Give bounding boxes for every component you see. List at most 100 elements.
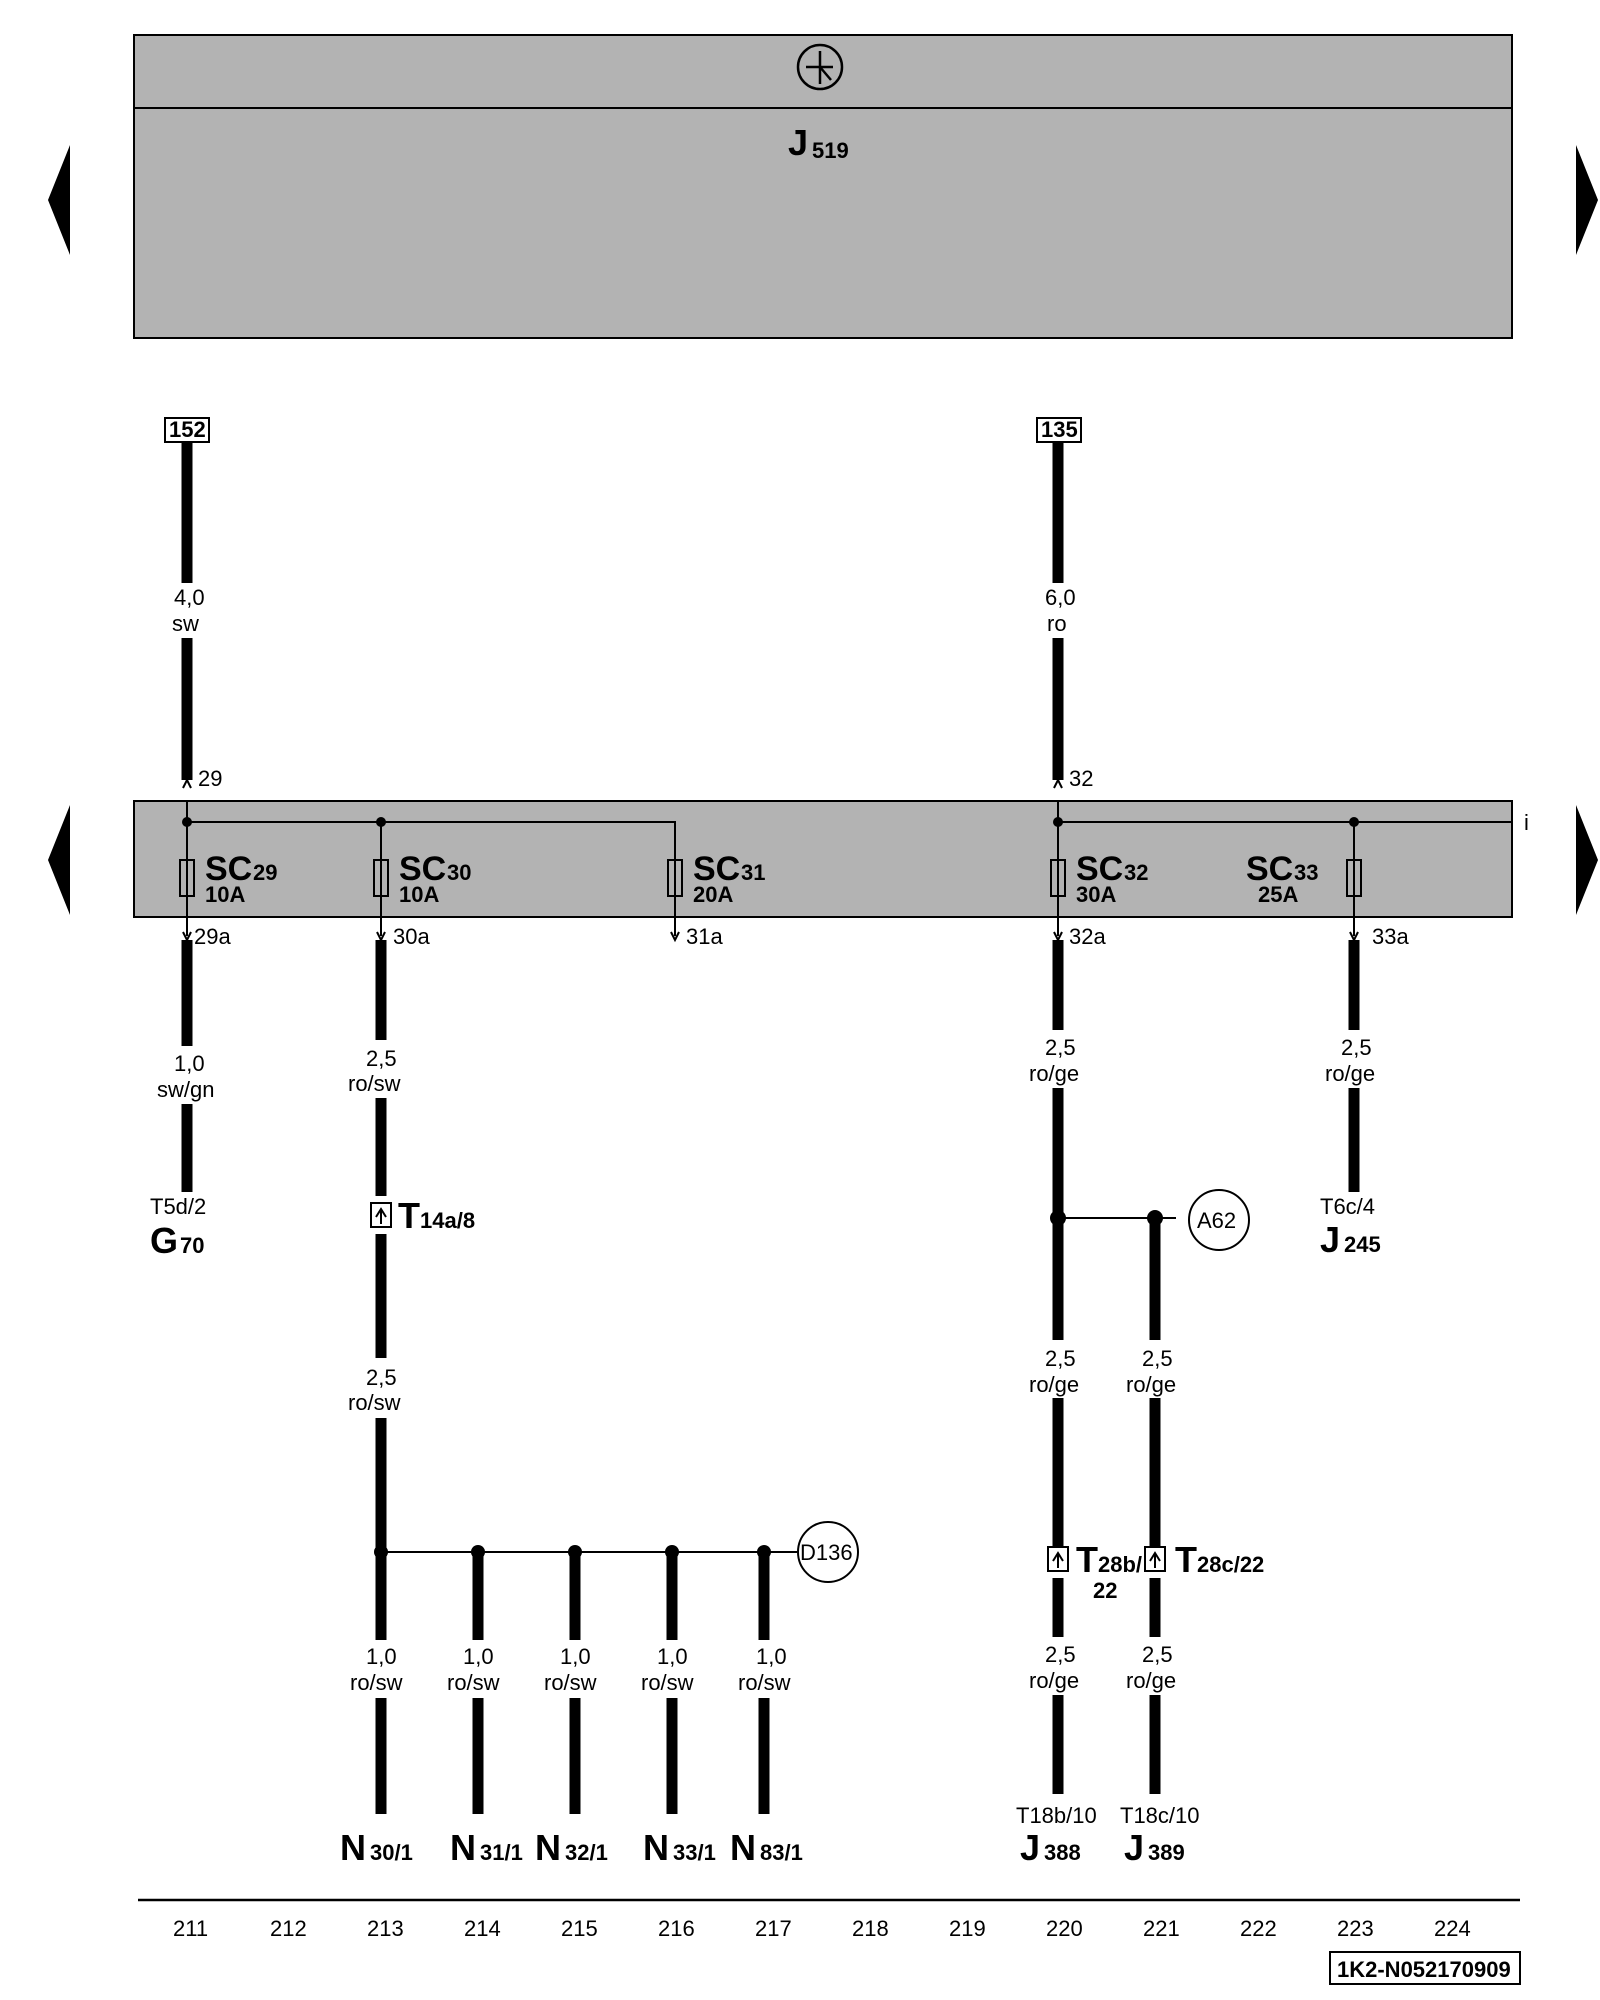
fuse-sc30-amp: 10A bbox=[399, 882, 439, 907]
fuse-sc33[interactable] bbox=[1346, 850, 1362, 936]
wire-w6-gauge: 2,5 bbox=[1045, 1035, 1076, 1060]
junction-32 bbox=[1053, 817, 1063, 827]
fuse-sc31-amp: 20A bbox=[693, 882, 733, 907]
wire-w1-color: sw bbox=[172, 611, 199, 636]
column-number: 220 bbox=[1046, 1916, 1083, 1941]
nav-right-arrow-mid-icon[interactable] bbox=[1576, 805, 1598, 915]
wire-w15-color: ro/sw bbox=[641, 1670, 694, 1695]
splice-d136-circle[interactable] bbox=[797, 1521, 859, 1583]
nav-right-arrow-top-icon[interactable] bbox=[1576, 145, 1598, 255]
wire-w10-color: ro/ge bbox=[1126, 1668, 1176, 1693]
nav-left-arrow-mid-icon[interactable] bbox=[48, 805, 70, 915]
splice-a62-circle[interactable] bbox=[1188, 1189, 1250, 1251]
pin-31a-arrow-icon bbox=[670, 931, 680, 943]
wire-w14-gauge: 1,0 bbox=[560, 1644, 591, 1669]
wire-w7-color: ro/ge bbox=[1029, 1372, 1079, 1397]
fuse-sc32[interactable] bbox=[1050, 850, 1066, 936]
component-n33-sub: 33/1 bbox=[673, 1840, 716, 1865]
wire-w12-color: ro/sw bbox=[350, 1670, 403, 1695]
connector-t28b-icon[interactable] bbox=[1047, 1546, 1069, 1572]
connector-t28c-sub: 28c/22 bbox=[1197, 1552, 1264, 1577]
column-number: 216 bbox=[658, 1916, 695, 1941]
component-j389-sub: 389 bbox=[1148, 1840, 1185, 1865]
wire-w8-gauge: 2,5 bbox=[1142, 1346, 1173, 1371]
wire-w7-gauge: 2,5 bbox=[1045, 1346, 1076, 1371]
column-number: 215 bbox=[561, 1916, 598, 1941]
nav-left-arrow-top-icon[interactable] bbox=[48, 145, 70, 255]
wire-w2-gauge: 6,0 bbox=[1045, 585, 1076, 610]
component-n30-sub: 30/1 bbox=[370, 1840, 413, 1865]
fuse-box-row-label: i bbox=[1524, 810, 1529, 835]
fuse-box bbox=[133, 800, 1513, 918]
connector-t28c-name: T bbox=[1175, 1539, 1197, 1580]
wire-w3-gauge: 1,0 bbox=[174, 1051, 205, 1076]
connector-t28b-sub2: 22 bbox=[1093, 1578, 1117, 1603]
ref-box-152[interactable] bbox=[164, 417, 210, 443]
component-n30-name: N bbox=[340, 1827, 366, 1868]
wire-w8-color: ro/ge bbox=[1126, 1372, 1176, 1397]
splice-a62-label: A62 bbox=[1197, 1208, 1236, 1233]
fuse-sc29-name: SC bbox=[205, 850, 252, 888]
fuse-sc31-name: SC bbox=[693, 850, 740, 888]
component-n32-name: N bbox=[535, 1827, 561, 1868]
fuse-sc31[interactable] bbox=[667, 850, 683, 936]
pin-29-arrow-icon bbox=[182, 777, 192, 789]
fuse-sc30[interactable] bbox=[373, 850, 389, 936]
connector-t28b-sub: 28b/ bbox=[1098, 1552, 1142, 1577]
fuse-sc33-name: SC bbox=[1246, 850, 1293, 888]
ref-135-text: 135 bbox=[1041, 417, 1078, 442]
diagram-code: 1K2-N052170909 bbox=[1337, 1957, 1511, 1982]
wire-w5-color: ro/sw bbox=[348, 1390, 401, 1415]
wire-w6-color: ro/ge bbox=[1029, 1061, 1079, 1086]
wire-w10-gauge: 2,5 bbox=[1142, 1642, 1173, 1667]
column-number: 222 bbox=[1240, 1916, 1277, 1941]
component-j245-pin: T6c/4 bbox=[1320, 1194, 1375, 1219]
component-j388-pin: T18b/10 bbox=[1016, 1803, 1097, 1828]
column-number: 221 bbox=[1143, 1916, 1180, 1941]
wire-w11-gauge: 2,5 bbox=[1341, 1035, 1372, 1060]
wire-w9-color: ro/ge bbox=[1029, 1668, 1079, 1693]
fuse-sc33-amp: 25A bbox=[1258, 882, 1298, 907]
wire-w11-color: ro/ge bbox=[1325, 1061, 1375, 1086]
column-number: 217 bbox=[755, 1916, 792, 1941]
connector-t28c-icon[interactable] bbox=[1144, 1546, 1166, 1572]
fuse-sc32-num: 32 bbox=[1124, 860, 1148, 885]
column-number: 213 bbox=[367, 1916, 404, 1941]
column-numbers: 211 212 213 214 215 216 217 218 219 220 … bbox=[173, 1916, 1471, 1941]
connector-t28b-name: T bbox=[1076, 1539, 1098, 1580]
wire-w16-color: ro/sw bbox=[738, 1670, 791, 1695]
junction-33 bbox=[1349, 817, 1359, 827]
splice-d136-label: D136 bbox=[800, 1540, 853, 1565]
component-n83-name: N bbox=[730, 1827, 756, 1868]
wire-w3-color: sw/gn bbox=[157, 1077, 214, 1102]
control-unit-sub: 519 bbox=[812, 138, 849, 163]
wire-w4-gauge: 2,5 bbox=[366, 1046, 397, 1071]
wire-w13-gauge: 1,0 bbox=[463, 1644, 494, 1669]
junction-30 bbox=[376, 817, 386, 827]
column-number: 219 bbox=[949, 1916, 986, 1941]
component-n31-name: N bbox=[450, 1827, 476, 1868]
component-j245-sub: 245 bbox=[1344, 1232, 1381, 1257]
fuse-sc32-amp: 30A bbox=[1076, 882, 1116, 907]
component-j245-name: J bbox=[1320, 1219, 1340, 1260]
component-j389-name: J bbox=[1124, 1827, 1144, 1868]
fuse-sc29[interactable] bbox=[179, 850, 195, 936]
pin-29a-label: 29a bbox=[194, 924, 231, 949]
wire-w9-gauge: 2,5 bbox=[1045, 1642, 1076, 1667]
pin-32-arrow-icon bbox=[1053, 777, 1063, 789]
control-unit-label: J bbox=[788, 122, 808, 163]
pin-32-label: 32 bbox=[1069, 766, 1093, 791]
connector-t14a-icon[interactable] bbox=[370, 1202, 392, 1228]
wire-w5-gauge: 2,5 bbox=[366, 1365, 397, 1390]
wire-w16-gauge: 1,0 bbox=[756, 1644, 787, 1669]
wire-w4-color: ro/sw bbox=[348, 1071, 401, 1096]
wire-w2-color: ro bbox=[1047, 611, 1067, 636]
ref-152-text: 152 bbox=[169, 417, 206, 442]
component-j388-sub: 388 bbox=[1044, 1840, 1081, 1865]
bus-bar-left bbox=[187, 821, 676, 850]
fuse-sc31-num: 31 bbox=[741, 860, 765, 885]
wire-w12-gauge: 1,0 bbox=[366, 1644, 397, 1669]
pin-33a-label: 33a bbox=[1372, 924, 1409, 949]
